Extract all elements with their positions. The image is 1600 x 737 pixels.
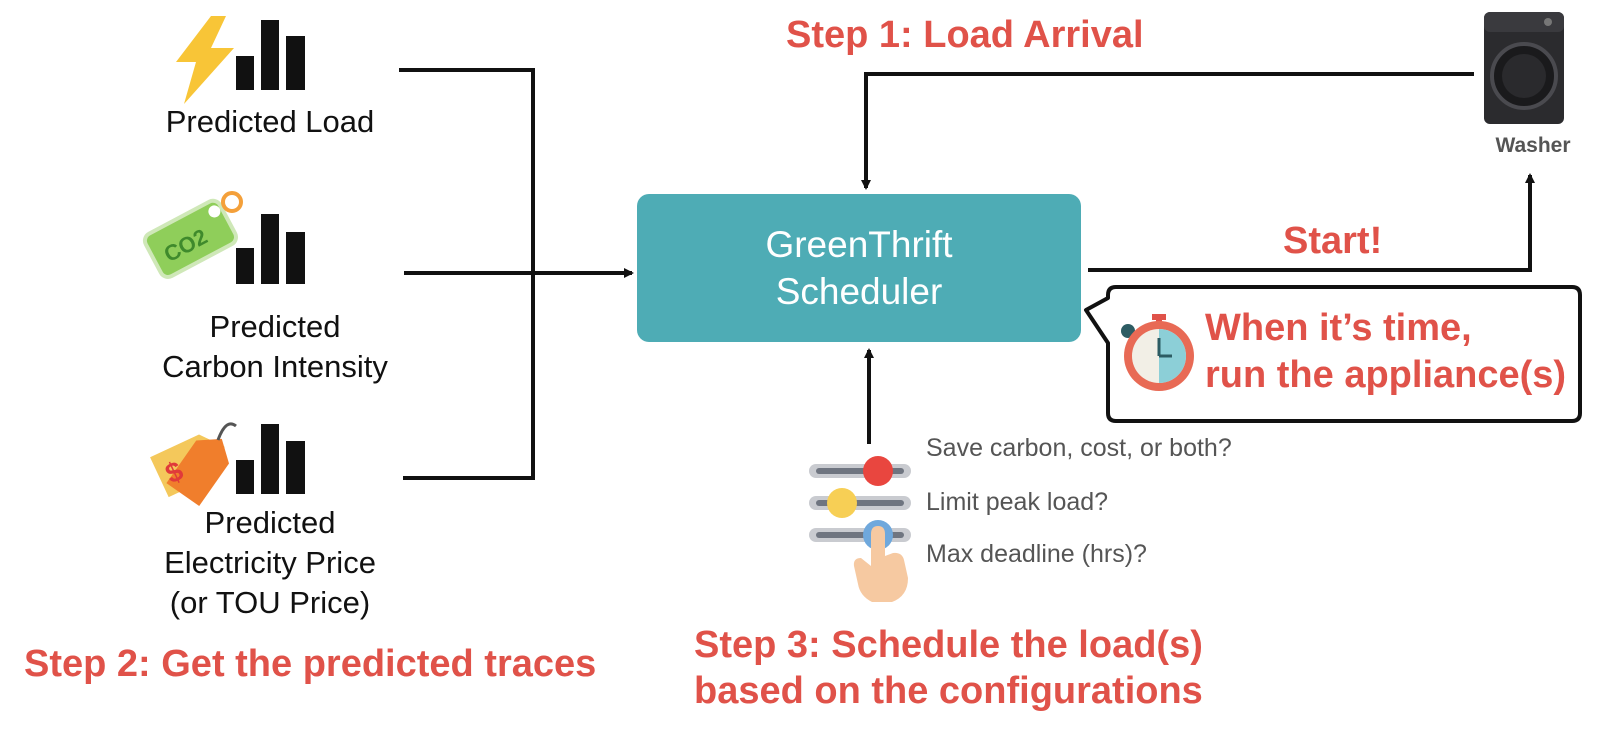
input-label-load: Predicted Load [165, 104, 375, 139]
washing-machine-icon [1484, 12, 1564, 124]
start-label: Start! [1283, 220, 1383, 262]
load-arrival-arrow [861, 72, 1474, 190]
step2-label: Step 2: Get the predicted traces [24, 643, 597, 685]
slider-controls-hand-icon [809, 456, 911, 602]
co2-tag-bar-chart-icon: CO2 [142, 191, 305, 284]
input-label-price: Predicted Electricity Price (or TOU Pric… [164, 505, 376, 620]
scheduler-label: GreenThrift Scheduler [765, 224, 953, 312]
stopwatch-icon [1121, 314, 1194, 391]
step1-label: Step 1: Load Arrival [786, 14, 1144, 56]
config-item-deadline: Max deadline (hrs)? [926, 540, 1147, 568]
step3-label: Step 3: Schedule the load(s) based on th… [694, 624, 1203, 712]
washer-label: Washer [1495, 134, 1571, 157]
input-connectors [399, 68, 634, 480]
callout-text: When it’s time, run the appliance(s) [1205, 307, 1567, 396]
start-arrow [1088, 173, 1535, 272]
config-item-objective: Save carbon, cost, or both? [926, 434, 1232, 462]
callout-bubble [1084, 285, 1582, 423]
input-label-carbon: Predicted Carbon Intensity [162, 309, 388, 384]
price-tag-bar-chart-icon: $ [150, 422, 305, 507]
config-item-peak-load: Limit peak load? [926, 488, 1109, 516]
lightning-bar-chart-icon [176, 16, 305, 104]
scheduler-box: GreenThrift Scheduler [637, 194, 1081, 342]
